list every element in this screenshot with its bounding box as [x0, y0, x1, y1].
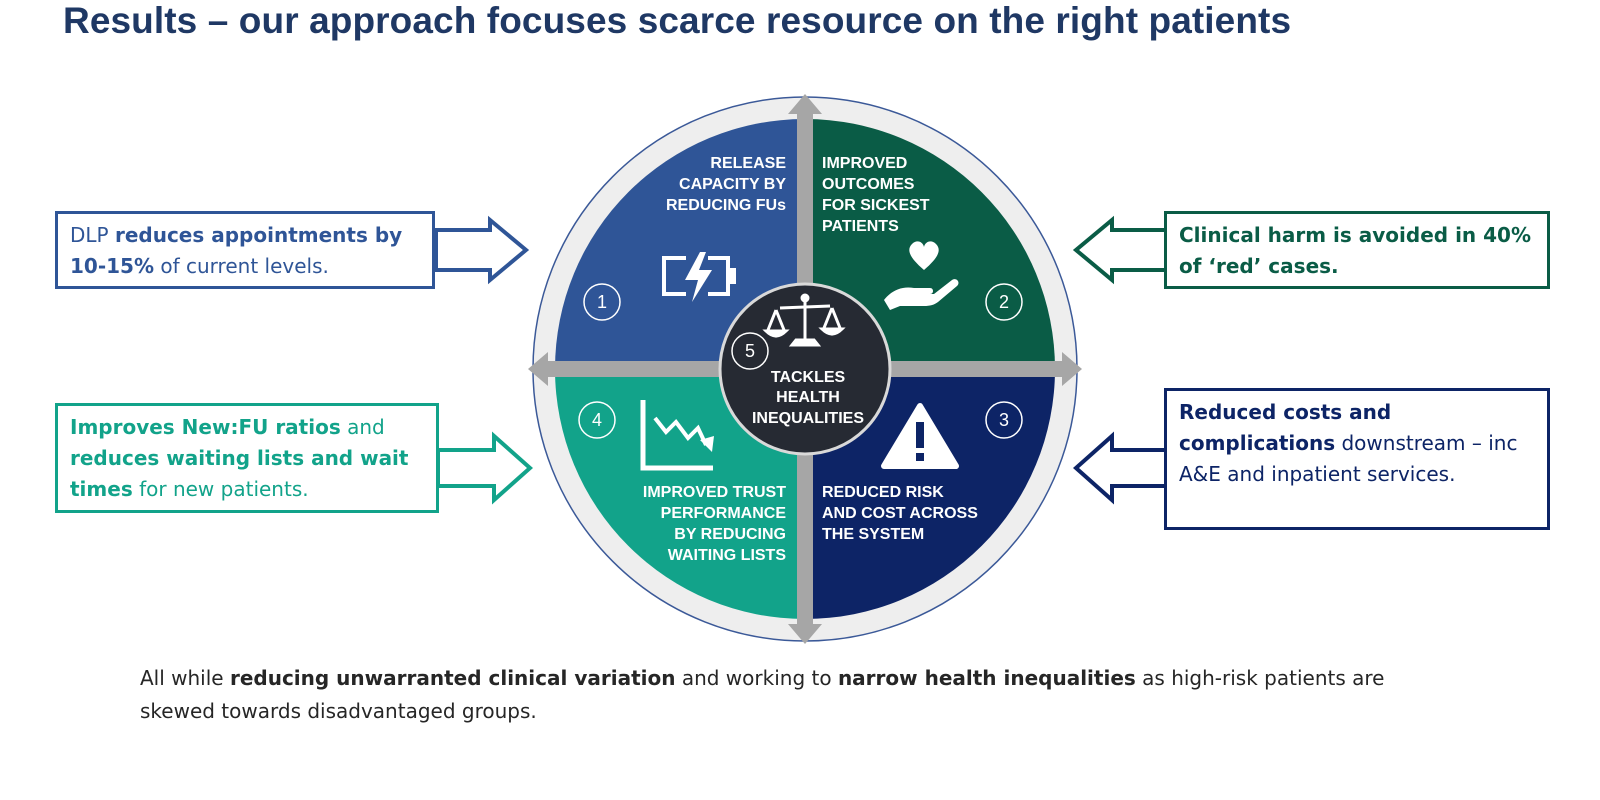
callout-3-text: downstream – inc A&E and inpatient servi…	[1179, 431, 1518, 486]
scales-icon	[762, 293, 846, 347]
number-badge-2: 2	[985, 283, 1023, 321]
arrow-callout-1	[434, 215, 530, 285]
number-badge-3: 3	[985, 401, 1023, 439]
callout-1-text: DLP	[70, 223, 115, 247]
slide-title: Results – our approach focuses scarce re…	[63, 0, 1292, 41]
quadrant-1-label-line: RELEASE	[710, 155, 786, 172]
callout-1-bold: reduces appointments by 10-15%	[70, 223, 403, 278]
number-badge-4: 4	[578, 401, 616, 439]
callout-new-fu-ratios: Improves New:FU ratios and reduces waiti…	[55, 403, 439, 513]
number-badge-1: 1	[583, 283, 621, 321]
quadrant-3-label-line: REDUCED RISK	[822, 484, 944, 501]
center-circle	[718, 282, 892, 456]
battery-charging-icon	[662, 252, 736, 302]
callout-clinical-harm: Clinical harm is avoided in 40% of ‘red’…	[1164, 211, 1550, 289]
number-badge-1-text: 1	[597, 292, 607, 312]
quadrant-3-shape	[805, 369, 1055, 619]
callout-4-bold: Improves New:FU ratios	[70, 415, 341, 439]
quadrant-1-label-line: CAPACITY BY	[679, 176, 786, 193]
number-badge-3-text: 3	[999, 410, 1009, 430]
arrow-callout-4	[436, 431, 534, 505]
callout-reduced-costs: Reduced costs and complications downstre…	[1164, 388, 1550, 530]
quadrant-1-shape	[555, 119, 805, 369]
heart-in-hand-icon	[884, 241, 959, 310]
warning-icon	[881, 403, 959, 469]
quadrant-2-label-line: IMPROVED	[822, 155, 907, 172]
quadrant-2-label-line: OUTCOMES	[822, 176, 915, 193]
footer-note: All while reducing unwarranted clinical …	[140, 662, 1430, 728]
footer-bold: narrow health inequalities	[837, 666, 1136, 690]
number-badge-5-text: 5	[745, 341, 755, 361]
quadrant-2-label-line: FOR SICKEST	[822, 197, 930, 214]
callout-1-text: of current levels.	[154, 254, 329, 278]
quadrant-4-shape	[555, 369, 805, 619]
footer-text: All while	[140, 666, 230, 690]
declining-chart-icon	[640, 400, 714, 471]
callout-4-text: for new patients.	[132, 477, 309, 501]
center-label-line: TACKLES	[771, 369, 846, 386]
number-badge-2-text: 2	[999, 292, 1009, 312]
center-label-line: HEALTH	[776, 389, 840, 406]
number-badge-5: 5	[731, 332, 769, 370]
center-label-line: INEQUALITIES	[752, 410, 864, 427]
callout-4-text: and	[340, 415, 385, 439]
callout-2-bold: Clinical harm is avoided in 40% of ‘red’…	[1179, 223, 1531, 278]
footer-bold: reducing unwarranted clinical variation	[229, 666, 676, 690]
quadrant-1-label-line: REDUCING FUs	[666, 197, 786, 214]
callout-reduced-appointments: DLP reduces appointments by 10-15% of cu…	[55, 211, 435, 289]
quadrant-4-label-line: PERFORMANCE	[661, 505, 787, 522]
quadrant-4-label-line: IMPROVED TRUST	[643, 484, 786, 501]
arrow-callout-3	[1072, 431, 1168, 505]
quadrant-4-label-line: WAITING LISTS	[668, 547, 787, 564]
arrow-callout-2	[1072, 215, 1168, 285]
footer-text: and working to	[675, 666, 838, 690]
quadrant-4-label-line: BY REDUCING	[674, 526, 786, 543]
callout-4-bold: reduces waiting lists and wait times	[70, 446, 409, 501]
cross-arrows	[528, 94, 1082, 644]
quadrant-2-label-line: PATIENTS	[822, 218, 899, 235]
footer-text: as high-risk patients are skewed towards…	[140, 666, 1385, 723]
quadrant-3-label-line: AND COST ACROSS	[822, 505, 978, 522]
number-badge-4-text: 4	[592, 410, 602, 430]
quadrant-3-label-line: THE SYSTEM	[822, 526, 924, 543]
callout-3-bold: Reduced costs and complications	[1179, 400, 1392, 455]
